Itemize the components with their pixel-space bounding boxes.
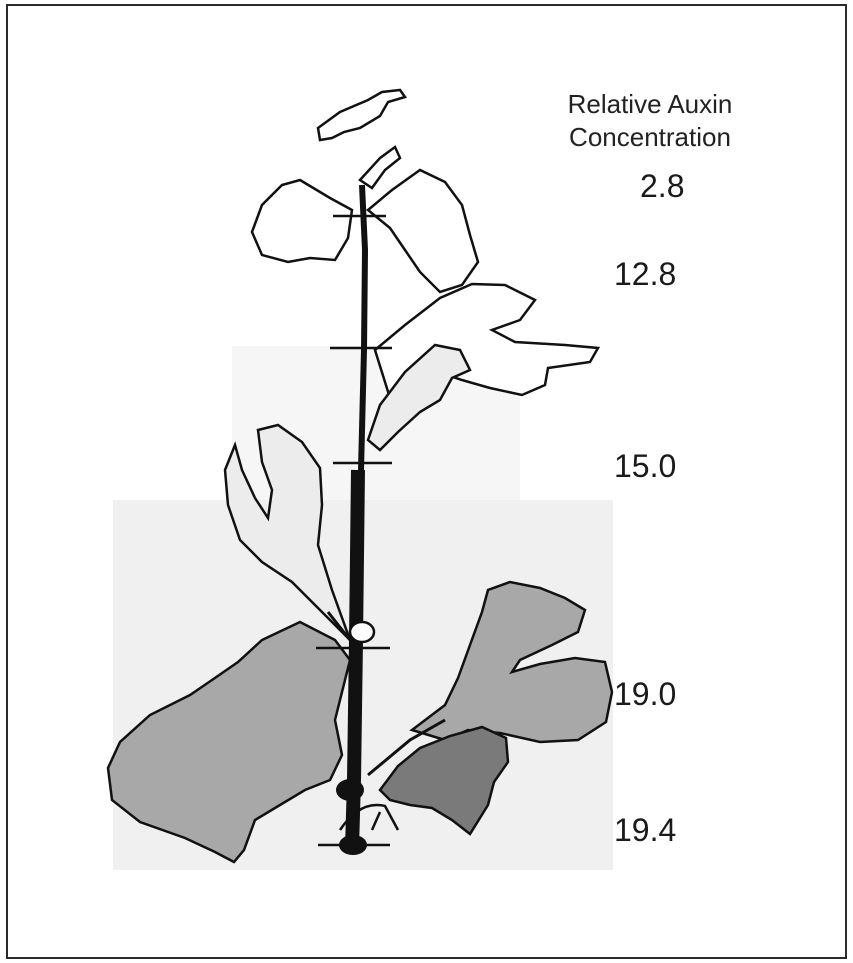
leaf-upper-left [252, 180, 352, 262]
title-line-2: Concentration [530, 121, 770, 154]
legend-title: Relative Auxin Concentration [530, 88, 770, 154]
leaf-upper-right [368, 170, 478, 292]
concentration-segment-3: 15.0 [614, 448, 676, 485]
stem-node-2 [336, 779, 364, 801]
concentration-segment-4: 19.0 [614, 676, 676, 713]
concentration-segment-1: 2.8 [640, 168, 684, 205]
concentration-segment-5: 19.4 [614, 812, 676, 849]
bud-leaf [360, 147, 400, 188]
title-line-1: Relative Auxin [530, 88, 770, 121]
apical-leaf [318, 90, 405, 140]
stem-node-1 [350, 622, 374, 642]
concentration-segment-2: 12.8 [614, 256, 676, 293]
